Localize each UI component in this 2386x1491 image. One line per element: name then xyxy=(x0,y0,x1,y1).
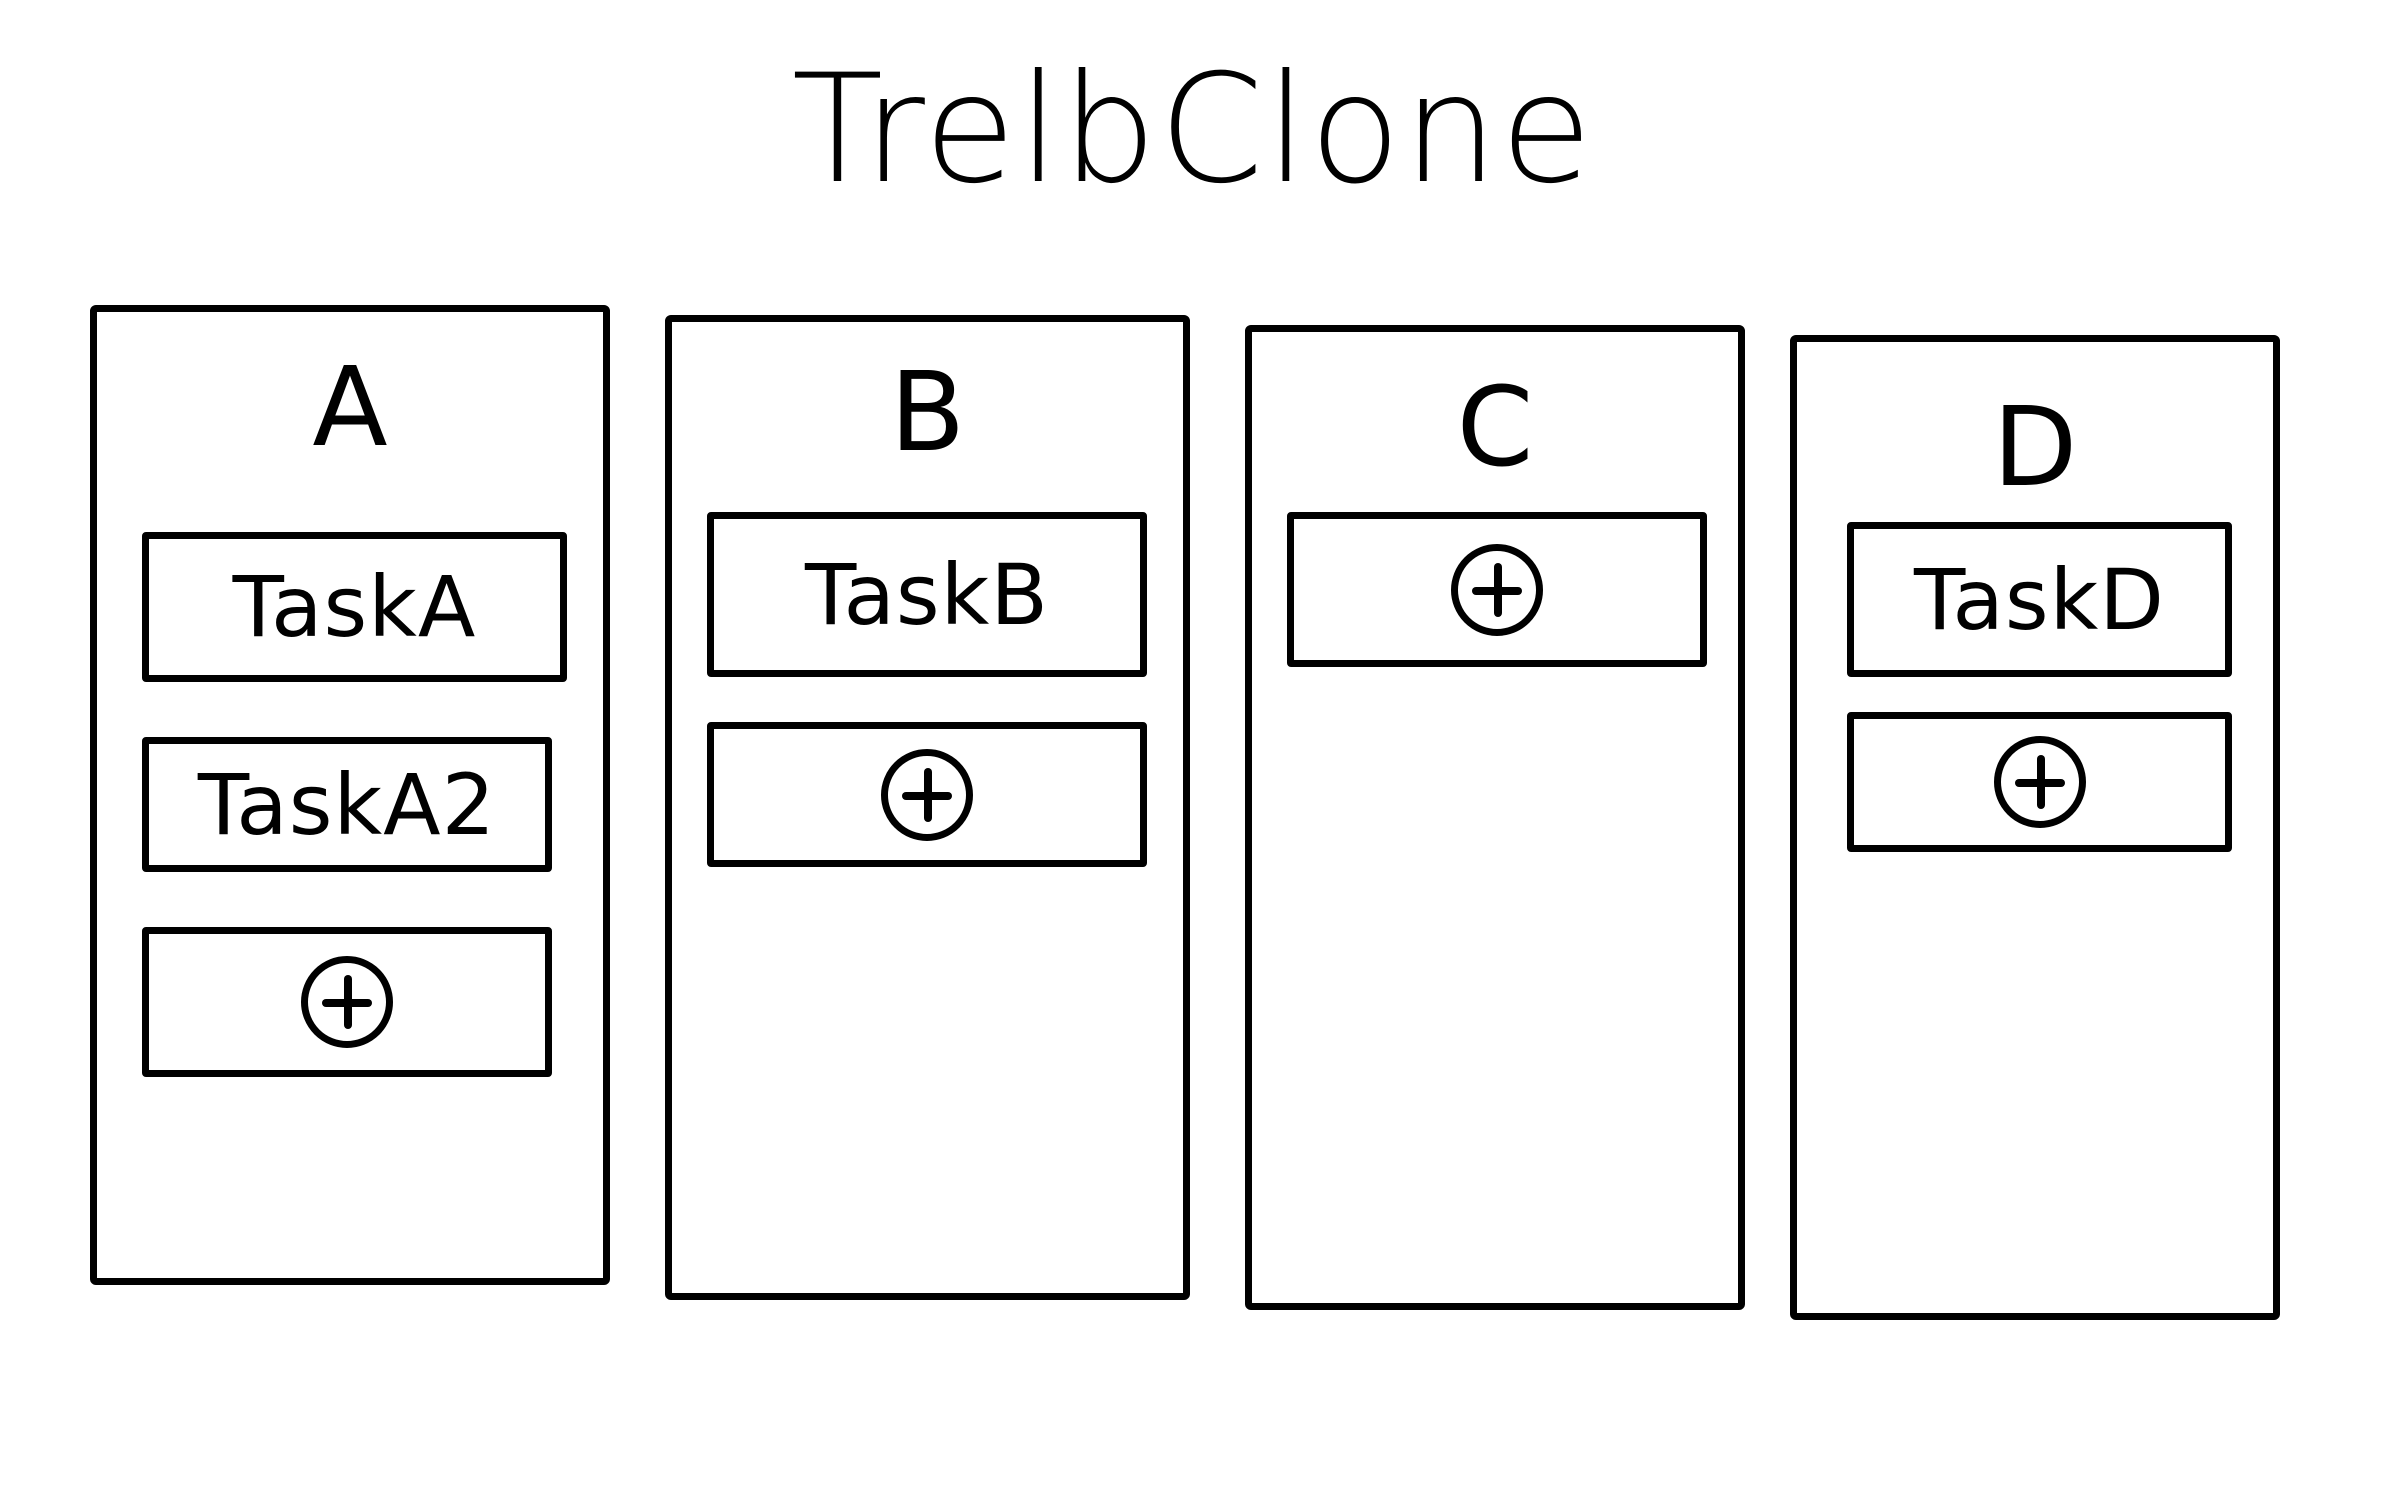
app-title: TrelbClone xyxy=(791,43,1595,217)
column-title: D xyxy=(1992,383,2078,511)
add-card-button[interactable] xyxy=(1287,512,1707,667)
add-card-button[interactable] xyxy=(1847,712,2232,852)
task-card-label: TaskB xyxy=(805,545,1049,644)
task-card-label: TaskA2 xyxy=(197,755,497,854)
task-card[interactable]: TaskA2 xyxy=(142,737,552,872)
task-card-label: TaskD xyxy=(1914,550,2165,649)
column-a: A TaskA TaskA2 xyxy=(90,305,610,1285)
column-title: A xyxy=(312,343,388,471)
plus-circle-icon xyxy=(881,748,973,841)
task-card[interactable]: TaskB xyxy=(707,512,1147,677)
task-card-label: TaskA xyxy=(232,558,477,656)
add-card-button[interactable] xyxy=(707,722,1147,867)
task-card[interactable]: TaskD xyxy=(1847,522,2232,677)
column-c: C xyxy=(1245,325,1745,1310)
column-title: C xyxy=(1456,363,1534,491)
column-b: B TaskB xyxy=(665,315,1190,1300)
column-d: D TaskD xyxy=(1790,335,2280,1320)
add-card-button[interactable] xyxy=(142,927,552,1077)
plus-circle-icon xyxy=(1993,736,2086,828)
plus-circle-icon xyxy=(301,956,393,1048)
plus-circle-icon xyxy=(1451,543,1543,636)
column-title: B xyxy=(889,348,966,476)
task-card[interactable]: TaskA xyxy=(142,532,567,682)
